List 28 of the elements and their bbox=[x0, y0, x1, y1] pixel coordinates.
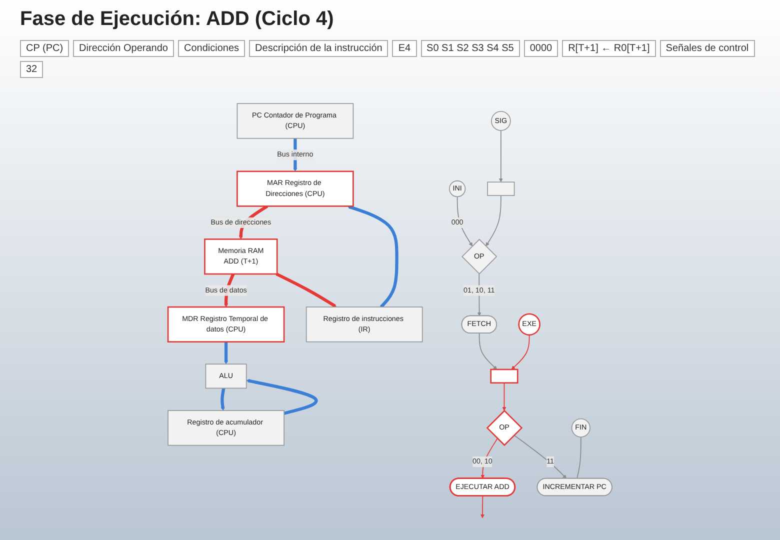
table-cell: Descripción de la instrucción bbox=[249, 40, 388, 57]
arrow bbox=[514, 434, 567, 479]
arrow bbox=[246, 379, 318, 415]
table-cell: E4 bbox=[392, 40, 417, 57]
arrow bbox=[478, 332, 498, 370]
node-box bbox=[490, 368, 518, 384]
table-cell: CP (PC) bbox=[20, 40, 70, 57]
table-cell: Dirección Operando bbox=[73, 40, 174, 57]
table-cell: 32 bbox=[20, 61, 44, 78]
arrow bbox=[480, 438, 498, 479]
arrow bbox=[480, 496, 484, 518]
arrow bbox=[224, 342, 228, 364]
connector bbox=[576, 436, 582, 479]
arrow bbox=[502, 382, 506, 411]
arrow bbox=[456, 196, 473, 246]
arrow bbox=[220, 388, 226, 411]
table-cell: 0000 bbox=[524, 40, 558, 57]
table-cell: R[T+1] ← R0[T+1] bbox=[562, 40, 656, 57]
arrow bbox=[511, 334, 530, 370]
table-cell: Condiciones bbox=[178, 40, 246, 57]
arrow bbox=[498, 130, 503, 182]
node-box bbox=[487, 182, 515, 196]
table-cell: S0 S1 S2 S3 S4 S5 bbox=[420, 40, 520, 57]
arrow bbox=[276, 272, 337, 308]
table-cell: Señales de control bbox=[660, 40, 755, 57]
arrow bbox=[486, 195, 502, 246]
title: Fase de Ejecución: ADD (Ciclo 4) bbox=[20, 8, 334, 31]
arrow bbox=[347, 205, 398, 308]
